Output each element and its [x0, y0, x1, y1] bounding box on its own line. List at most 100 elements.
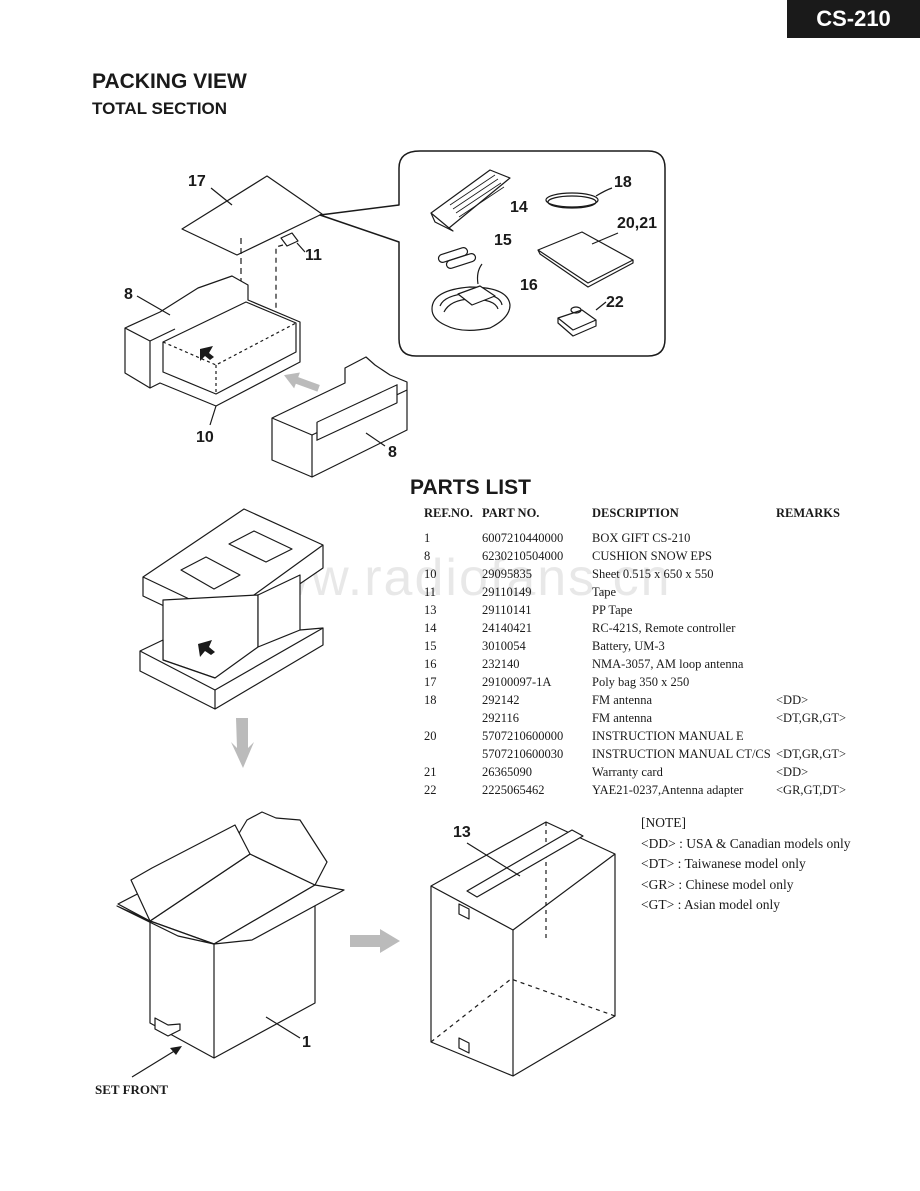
assembled-cushion-drawing: [139, 508, 324, 710]
cell-desc: Warranty card: [592, 765, 663, 779]
table-row: 17 29100097-1A Poly bag 350 x 250: [424, 673, 866, 691]
callout-10: 10: [196, 429, 214, 446]
cell-ref: 13: [424, 603, 437, 617]
cell-ref: 22: [424, 783, 437, 797]
note-item: <DD> : USA & Canadian models only: [641, 835, 851, 851]
table-header-row: REF.NO. PART NO. DESCRIPTION REMARKS: [424, 506, 866, 529]
note-heading: [NOTE]: [641, 815, 686, 830]
cell-part: 26365090: [482, 765, 532, 779]
cell-part: 292142: [482, 693, 520, 707]
column-header-part: PART NO.: [482, 506, 540, 520]
column-header-remarks: REMARKS: [776, 506, 840, 520]
table-row: 20 5707210600000 INSTRUCTION MANUAL E: [424, 727, 866, 745]
cell-part: 24140421: [482, 621, 532, 635]
table-row: 292116 FM antenna <DT,GR,GT>: [424, 709, 866, 727]
note-item: <GR> : Chinese model only: [641, 876, 794, 892]
table-row: 11 29110149 Tape: [424, 583, 866, 601]
cell-part: 29100097-1A: [482, 675, 552, 689]
table-row: 21 26365090 Warranty card <DD>: [424, 763, 866, 781]
column-header-ref: REF.NO.: [424, 506, 473, 520]
callout-8-left: 8: [124, 286, 133, 303]
cell-ref: 15: [424, 639, 437, 653]
cell-desc: Tape: [592, 585, 617, 599]
manual-drawing: [537, 231, 634, 288]
cell-desc: INSTRUCTION MANUAL CT/CS: [592, 747, 771, 761]
set-front-label: SET FRONT: [95, 1082, 169, 1097]
note-item: <GT> : Asian model only: [641, 897, 780, 912]
callout-15: 15: [494, 232, 512, 249]
callout-17: 17: [188, 173, 206, 190]
cell-remarks: <DT,GR,GT>: [776, 747, 847, 761]
callout-18: 18: [614, 174, 632, 191]
cell-desc: BOX GIFT CS-210: [592, 531, 691, 545]
cell-remarks: [776, 619, 866, 637]
cell-remarks: [776, 583, 866, 601]
cell-desc: PP Tape: [592, 603, 633, 617]
cell-part: 29110141: [482, 603, 532, 617]
page-subtitle: TOTAL SECTION: [92, 99, 228, 118]
cell-ref: 16: [424, 657, 437, 671]
cell-desc: CUSHION SNOW EPS: [592, 549, 712, 563]
cell-desc: NMA-3057, AM loop antenna: [592, 657, 744, 671]
open-box-drawing: [116, 811, 345, 1059]
cell-ref: 10: [424, 567, 437, 581]
cell-desc: INSTRUCTION MANUAL E: [592, 729, 744, 743]
callout-13: 13: [453, 824, 471, 841]
cell-ref: 17: [424, 675, 437, 689]
cell-part: 3010054: [482, 639, 526, 653]
cell-desc: YAE21-0237,Antenna adapter: [592, 783, 744, 797]
cell-ref: 14: [424, 621, 437, 635]
cell-desc: FM antenna: [592, 693, 653, 707]
cell-ref: 8: [424, 549, 431, 563]
cell-remarks: [776, 673, 866, 691]
callout-22: 22: [606, 294, 624, 311]
cell-ref: 11: [424, 585, 437, 599]
cell-remarks: <GR,GT,DT>: [776, 783, 847, 797]
cell-part: 5707210600000: [482, 729, 564, 743]
cell-ref: [424, 709, 482, 727]
cell-remarks: [776, 565, 866, 583]
cell-remarks: <DD>: [776, 765, 809, 779]
cell-desc: FM antenna: [592, 711, 653, 725]
table-row: 13 29110141 PP Tape: [424, 601, 866, 619]
cell-remarks: [776, 601, 866, 619]
cell-part: 2225065462: [482, 783, 545, 797]
cell-part: 292116: [482, 711, 520, 725]
cell-part: 6007210440000: [482, 531, 564, 545]
cell-ref: 18: [424, 693, 437, 707]
note-item: <DT> : Taiwanese model only: [641, 856, 806, 871]
cell-remarks: [776, 637, 866, 655]
callout-20-21: 20,21: [617, 215, 657, 232]
note-block: [NOTE] <DD> : USA & Canadian models only…: [641, 813, 850, 916]
batteries-drawing: [437, 247, 477, 269]
parts-list-title: PARTS LIST: [410, 476, 531, 499]
cell-remarks: [776, 655, 866, 673]
cell-desc: RC-421S, Remote controller: [592, 621, 736, 635]
column-header-description: DESCRIPTION: [592, 506, 679, 520]
cell-part: 29110149: [482, 585, 532, 599]
table-row: 14 24140421 RC-421S, Remote controller: [424, 619, 866, 637]
cell-desc: Poly bag 350 x 250: [592, 675, 690, 689]
closed-box-drawing: [430, 821, 616, 1077]
right-cushion-drawing: [271, 356, 408, 478]
tape-drawing: [280, 232, 299, 247]
callout-8-right: 8: [388, 444, 397, 461]
cell-ref: 21: [424, 765, 437, 779]
cell-part: 6230210504000: [482, 549, 564, 563]
cell-part: 29095835: [482, 567, 532, 581]
cell-remarks: <DT,GR,GT>: [776, 711, 847, 725]
table-row: 8 6230210504000 CUSHION SNOW EPS: [424, 547, 866, 565]
antenna-adapter-drawing: [557, 306, 597, 337]
callout-14: 14: [510, 199, 528, 216]
fm-antenna-drawing: [545, 187, 613, 209]
callout-16: 16: [520, 277, 538, 294]
cell-desc: Sheet 0.515 x 650 x 550: [592, 567, 714, 581]
remote-drawing: [430, 169, 511, 232]
cell-ref: 20: [424, 729, 437, 743]
cell-part: 5707210600030: [482, 747, 564, 761]
cell-remarks: [776, 727, 866, 745]
